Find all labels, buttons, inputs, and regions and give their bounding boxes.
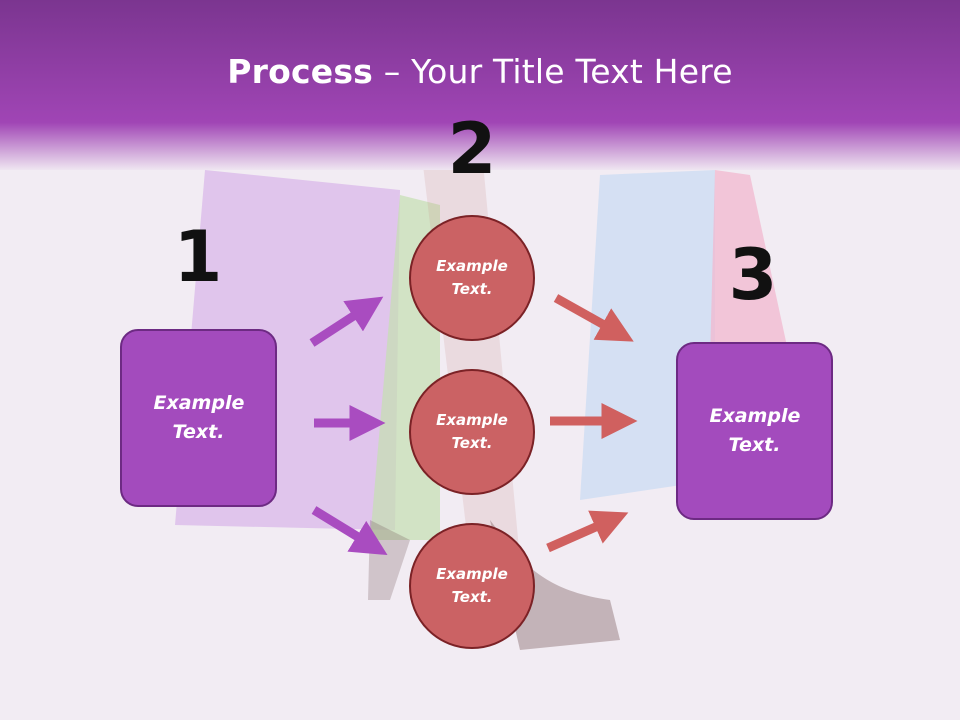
arrow-left-to-bottom — [311, 506, 388, 556]
arrow-top-to-right — [553, 294, 634, 342]
circle-middle-line2: Text. — [451, 434, 493, 452]
circle-top-line1: Example — [436, 257, 508, 275]
step-number-3: 3 — [728, 234, 778, 316]
slide-title-bold: Process — [227, 52, 374, 91]
left-box-line1: Example — [153, 392, 245, 414]
process-circle-top[interactable]: Example Text. — [409, 215, 535, 341]
step-number-1: 1 — [173, 216, 223, 298]
circle-middle-line1: Example — [436, 411, 508, 429]
right-process-box[interactable]: Example Text. — [676, 342, 833, 520]
arrow-left-to-top — [309, 296, 384, 347]
arrow-bottom-to-right — [546, 510, 629, 553]
left-process-box[interactable]: Example Text. — [120, 329, 277, 507]
circle-bottom-line2: Text. — [451, 588, 493, 606]
circle-bottom-line1: Example — [436, 565, 508, 583]
process-circle-bottom[interactable]: Example Text. — [409, 523, 535, 649]
right-box-line1: Example — [709, 405, 801, 427]
right-box-line2: Text. — [728, 434, 781, 456]
slide-title[interactable]: Process – Your Title Text Here — [0, 52, 960, 91]
title-bar — [0, 0, 960, 170]
circle-top-line2: Text. — [451, 280, 493, 298]
left-box-line2: Text. — [172, 421, 225, 443]
process-circle-middle[interactable]: Example Text. — [409, 369, 535, 495]
slide-title-rest: – Your Title Text Here — [373, 52, 733, 91]
step-number-2: 2 — [447, 108, 497, 190]
